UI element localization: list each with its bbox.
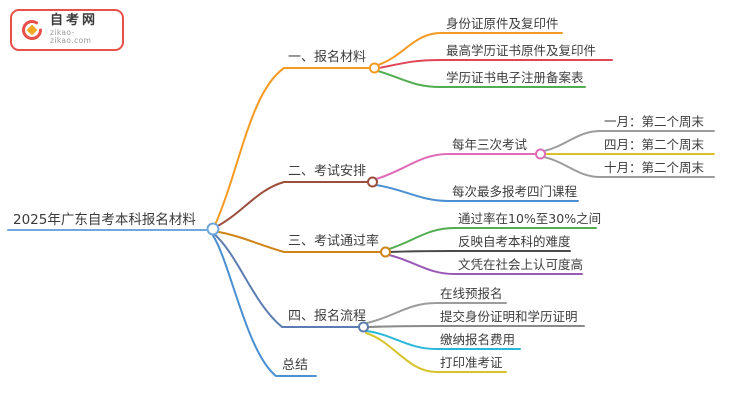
node-january-second-weekend[interactable]: 一月：第二个周末 <box>604 114 705 129</box>
node-pay-registration-fee[interactable]: 缴纳报名费用 <box>440 332 516 347</box>
branch2-child1-link <box>375 153 537 180</box>
node-reflects-difficulty[interactable]: 反映自考本科的难度 <box>458 234 571 249</box>
branch2-node-dot[interactable] <box>367 176 378 188</box>
branch2-child1-node-dot[interactable] <box>535 148 546 160</box>
branch4-child1-link <box>366 302 507 324</box>
node-summary[interactable]: 总结 <box>282 358 309 373</box>
node-high-social-recognition[interactable]: 文凭在社会上认可度高 <box>458 257 584 272</box>
node-diploma-e-registration-form[interactable]: 学历证书电子注册备案表 <box>446 70 584 85</box>
zikao-logo-icon <box>22 20 42 40</box>
branch4-node-dot[interactable] <box>358 321 369 333</box>
logo-domain: zikao-zikao.com <box>50 27 92 46</box>
node-october-second-weekend[interactable]: 十月：第二个周末 <box>604 160 705 175</box>
branch4-child3-link <box>366 330 521 350</box>
root-node[interactable]: 2025年广东自考本科报名材料 <box>13 212 196 228</box>
node-submit-id-and-diploma[interactable]: 提交身份证明和学历证明 <box>440 309 578 324</box>
node-april-second-weekend[interactable]: 四月：第二个周末 <box>604 137 705 152</box>
branch3-child2-link <box>389 250 571 253</box>
site-logo[interactable]: 自考网 zikao-zikao.com <box>10 9 124 51</box>
branch3-link <box>213 230 382 253</box>
branch1-child3-link <box>377 70 586 88</box>
node-pass-rate[interactable]: 三、考试通过率 <box>288 234 380 249</box>
branch5-link <box>211 233 317 377</box>
branch2-child2-link <box>375 184 579 202</box>
root-node-dot[interactable] <box>206 222 220 236</box>
node-registration-process[interactable]: 四、报名流程 <box>288 309 367 324</box>
node-online-pre-registration[interactable]: 在线预报名 <box>440 286 503 301</box>
logo-title: 自考网 <box>50 12 99 28</box>
node-three-exams-per-year[interactable]: 每年三次考试 <box>452 137 528 152</box>
branch2-link <box>213 181 369 229</box>
branch3-child3-link <box>388 254 583 275</box>
branch1-node-dot[interactable] <box>369 62 380 74</box>
node-highest-diploma-original-copy[interactable]: 最高学历证书原件及复印件 <box>446 43 597 58</box>
branch1-child1-link <box>377 32 563 66</box>
node-print-admission-ticket[interactable]: 打印准考证 <box>440 355 503 370</box>
branch1-link <box>214 67 371 226</box>
branch1-child2-link <box>378 59 613 69</box>
logo-text: 自考网 zikao-zikao.com <box>50 12 114 46</box>
branch2-grandchild3-link <box>543 156 715 178</box>
node-max-four-courses[interactable]: 每次最多报考四门课程 <box>452 184 578 199</box>
node-id-card-original-copy[interactable]: 身份证原件及复印件 <box>446 16 559 31</box>
branch4-child2-link <box>367 325 585 328</box>
branch2-grandchild1-link <box>543 130 715 152</box>
node-exam-schedule[interactable]: 二、考试安排 <box>288 164 367 179</box>
node-pass-rate-10-30[interactable]: 通过率在10%至30%之间 <box>458 211 602 226</box>
branch3-child1-link <box>388 227 597 250</box>
node-registration-materials[interactable]: 一、报名材料 <box>288 50 367 65</box>
branch4-child4-link <box>365 332 507 373</box>
branch4-link <box>212 232 360 328</box>
branch3-node-dot[interactable] <box>380 246 391 258</box>
